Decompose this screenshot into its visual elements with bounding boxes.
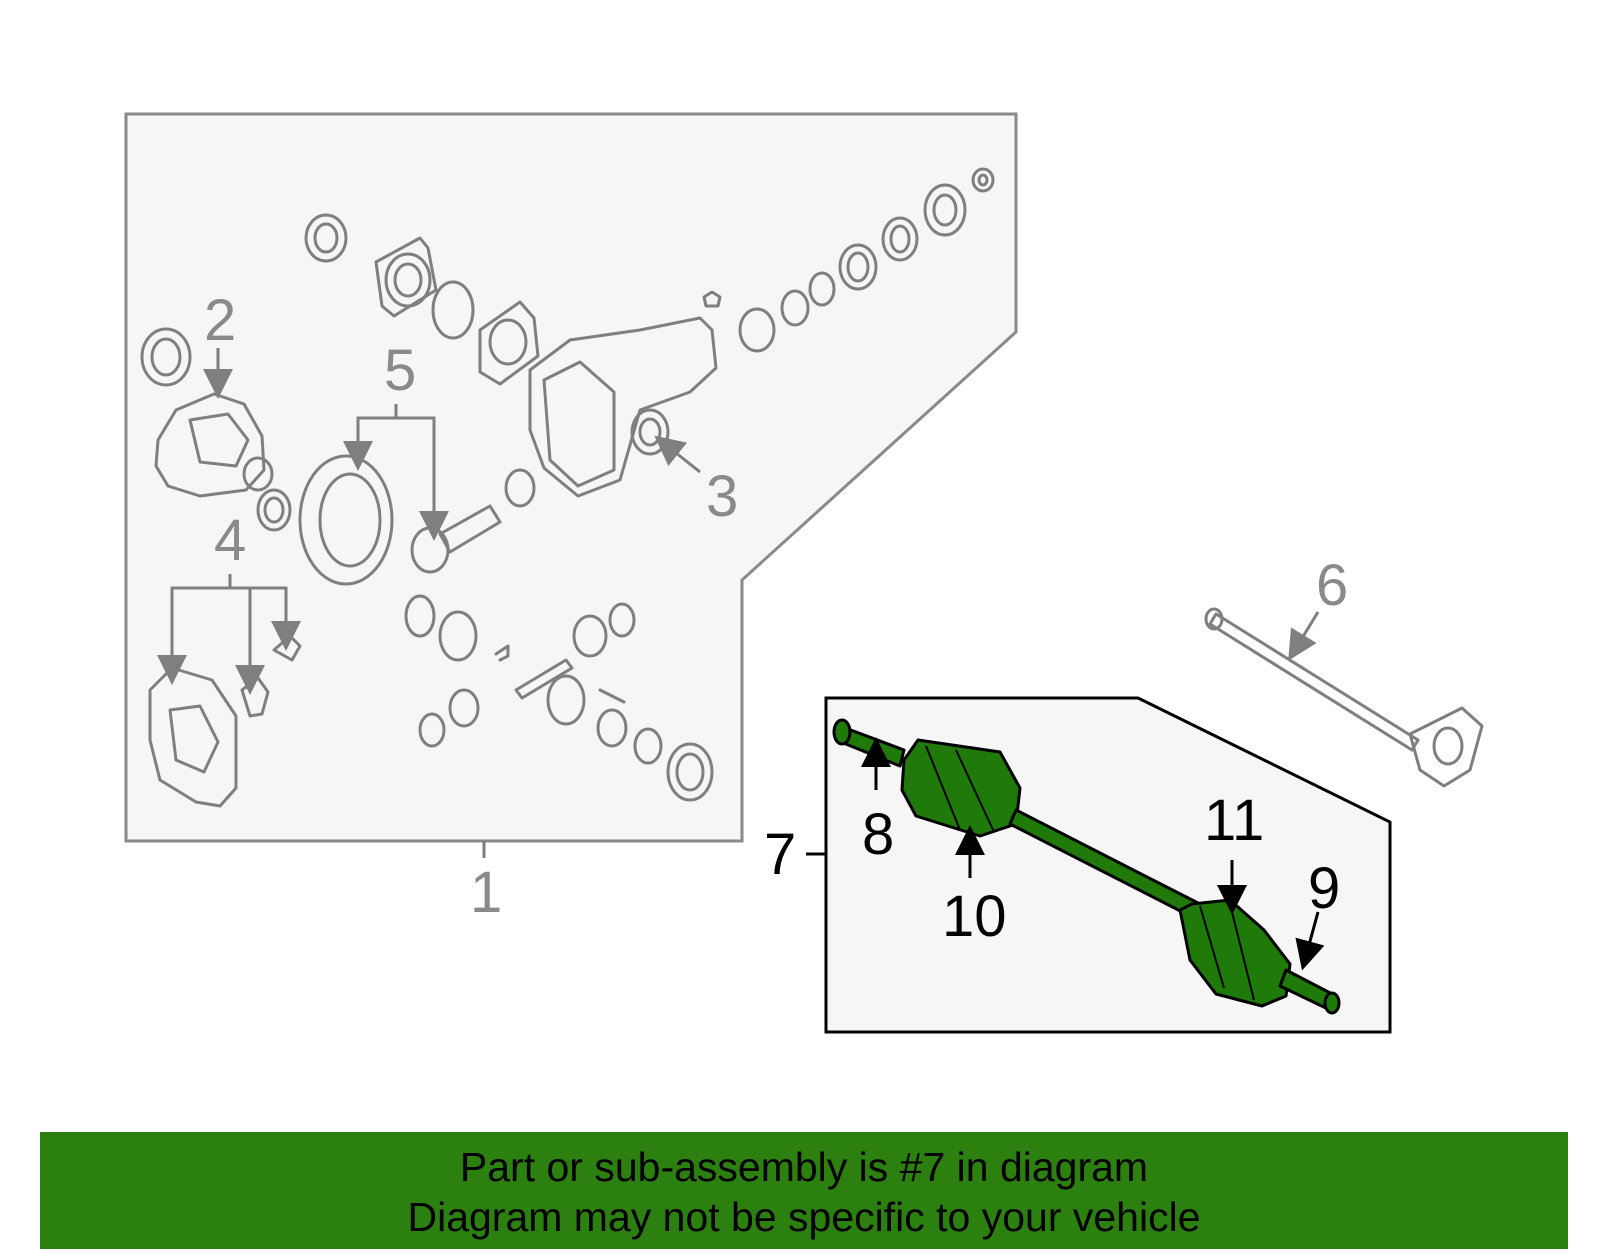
carrier-housing bbox=[528, 316, 718, 498]
callout-5: 5 bbox=[384, 338, 416, 403]
banner-line-1: Part or sub-assembly is #7 in diagram bbox=[459, 1144, 1149, 1190]
differential-case bbox=[140, 327, 292, 532]
callout-2: 2 bbox=[204, 288, 236, 353]
callout-10: 10 bbox=[942, 884, 1007, 949]
callout-9: 9 bbox=[1308, 856, 1340, 921]
callout-7: 7 bbox=[764, 822, 796, 887]
info-banner: Part or sub-assembly is #7 in diagram Di… bbox=[40, 1132, 1568, 1249]
callout-1: 1 bbox=[470, 860, 502, 925]
callout-3: 3 bbox=[706, 464, 738, 529]
callout-8: 8 bbox=[862, 802, 894, 867]
side-gear-set bbox=[404, 594, 714, 802]
callout-6: 6 bbox=[1316, 553, 1348, 618]
axle-shaft bbox=[1204, 607, 1484, 788]
bearing-seal-row bbox=[304, 167, 995, 386]
banner-line-2: Diagram may not be specific to your vehi… bbox=[407, 1194, 1201, 1240]
drive-shaft-assembly bbox=[832, 718, 1341, 1015]
callout-11: 11 bbox=[1204, 788, 1264, 853]
callout-4: 4 bbox=[214, 508, 246, 573]
